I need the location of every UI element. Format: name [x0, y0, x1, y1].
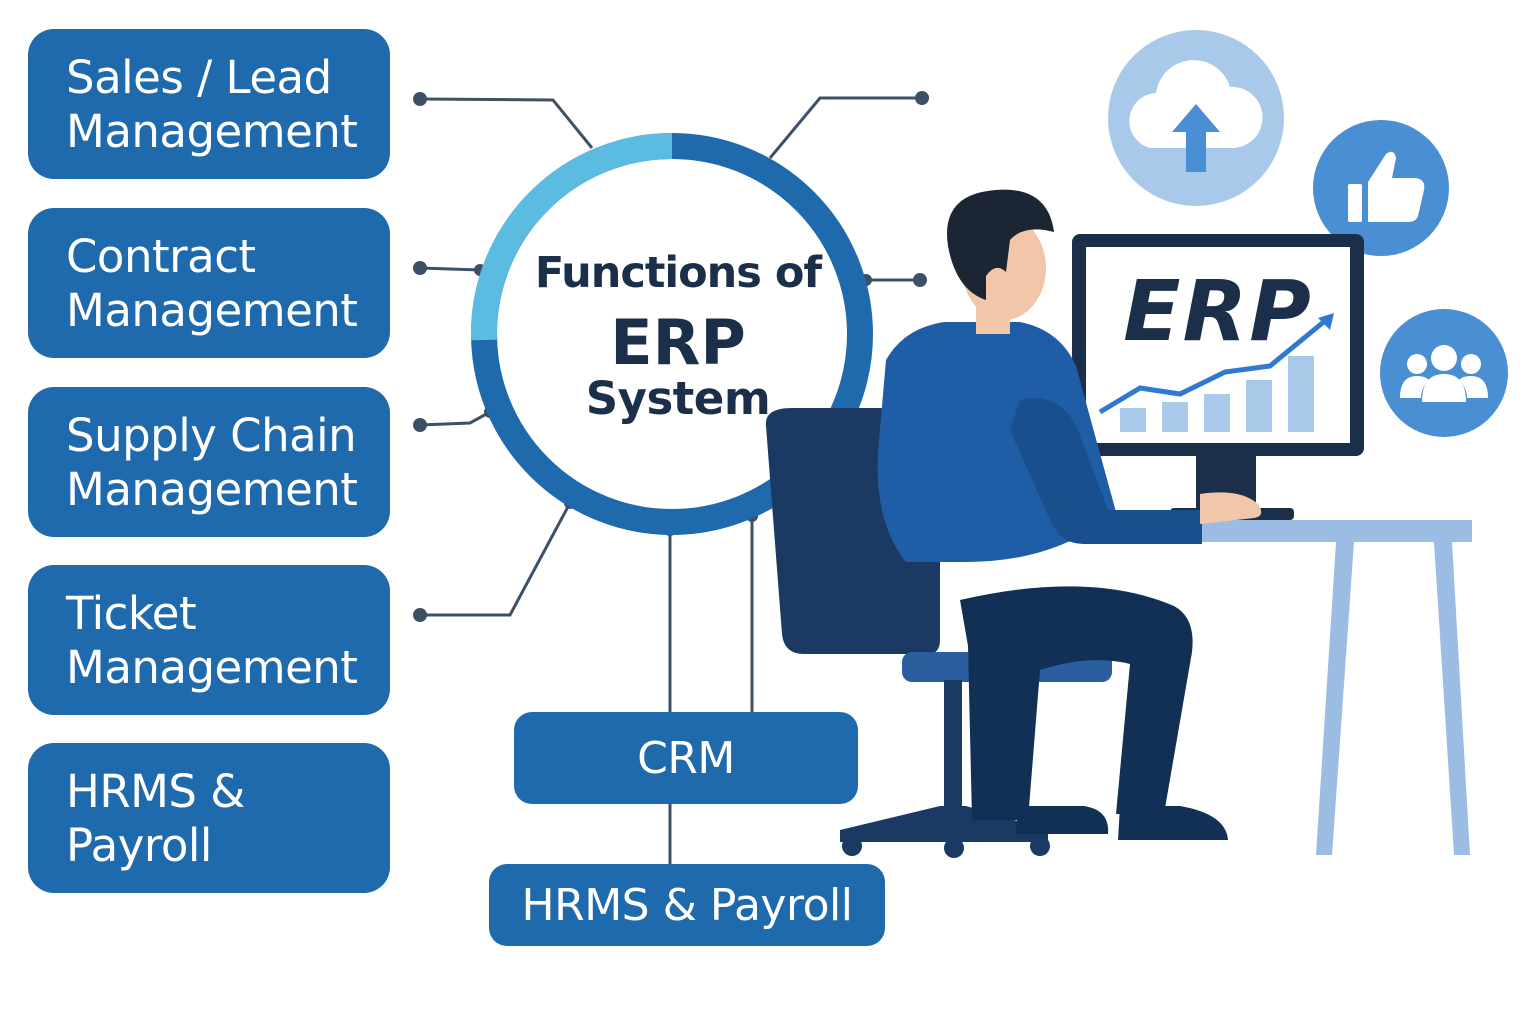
- module-hrms-payroll-label: HRMS & Payroll: [521, 879, 853, 931]
- connector-contract: [419, 266, 481, 272]
- module-sales-lead-management[interactable]: Sales / Lead Management: [28, 29, 390, 179]
- module-label-line2: Management: [66, 284, 358, 337]
- module-label-line1: Supply Chain: [66, 409, 357, 462]
- module-crm-label: CRM: [637, 732, 735, 784]
- connector-ticket: [420, 502, 572, 617]
- desk: [1040, 520, 1472, 855]
- trend-line: [1098, 318, 1328, 415]
- connector-supply: [419, 410, 491, 427]
- connector-sales: [419, 97, 594, 149]
- hub-title-line2: ERP: [610, 306, 746, 379]
- module-label-line2: Management: [66, 641, 358, 694]
- hub-ring: [470, 133, 873, 535]
- cloud-upload-icon: [1108, 30, 1284, 206]
- hub-ring-highlight: [470, 133, 673, 341]
- module-label-line2: Management: [66, 105, 358, 158]
- module-label-line1: Sales / Lead: [66, 51, 332, 104]
- module-hrms-payroll[interactable]: HRMS & Payroll: [28, 743, 390, 893]
- module-label-line1: Ticket: [66, 587, 197, 640]
- module-crm[interactable]: CRM: [514, 712, 858, 804]
- module-label-line1: Contract: [66, 230, 256, 283]
- module-label-line1: HRMS &: [66, 765, 245, 818]
- connector-top-right: [768, 96, 922, 159]
- module-hrms-payroll-bottom[interactable]: HRMS & Payroll: [489, 864, 885, 946]
- thumbs-up-icon: [1313, 120, 1449, 256]
- monitor-chart: [1120, 356, 1314, 432]
- module-label-line2: Management: [66, 463, 358, 516]
- connector-lines: [419, 96, 922, 864]
- module-ticket-management[interactable]: Ticket Management: [28, 565, 390, 715]
- module-contract-management[interactable]: Contract Management: [28, 208, 390, 358]
- users-icon: [1380, 309, 1508, 437]
- module-label-line2: Payroll: [66, 819, 212, 872]
- person: [877, 189, 1262, 840]
- monitor: [1072, 234, 1364, 520]
- trend-arrow-head: [1318, 313, 1334, 330]
- hub-title-line1: Functions of: [534, 248, 822, 298]
- hub-title-line3: System: [585, 372, 771, 425]
- monitor-erp-label: ERP: [1123, 262, 1313, 360]
- module-supply-chain-management[interactable]: Supply Chain Management: [28, 387, 390, 537]
